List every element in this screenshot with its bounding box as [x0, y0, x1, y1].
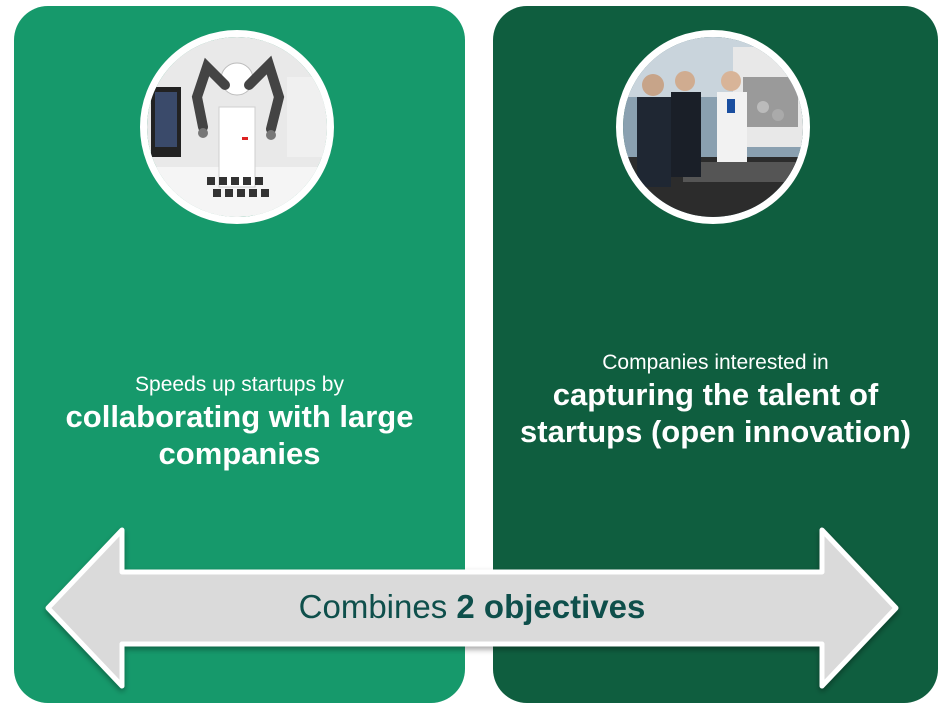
- double-arrow-shape: [45, 527, 899, 689]
- right-objective-intro: Companies interested in: [602, 351, 829, 374]
- right-objective-highlight: capturing the talent of startups (open i…: [520, 376, 911, 450]
- event-illustration: [623, 37, 803, 217]
- arrow-label-bold: 2 objectives: [456, 588, 646, 625]
- left-objective-text: Speeds up startups by collaborating with…: [34, 372, 445, 473]
- right-objective-text: Companies interested in capturing the ta…: [513, 350, 918, 451]
- arrow-label: Combines 2 objectives: [0, 588, 944, 626]
- left-objective-highlight: collaborating with large companies: [65, 398, 414, 472]
- people-at-event-photo: [616, 30, 810, 224]
- robot-arms-illustration: [147, 37, 327, 217]
- robot-arms-photo: [140, 30, 334, 224]
- arrow-label-normal: Combines: [298, 588, 448, 625]
- left-objective-intro: Speeds up startups by: [135, 373, 344, 396]
- double-arrow: [45, 527, 899, 689]
